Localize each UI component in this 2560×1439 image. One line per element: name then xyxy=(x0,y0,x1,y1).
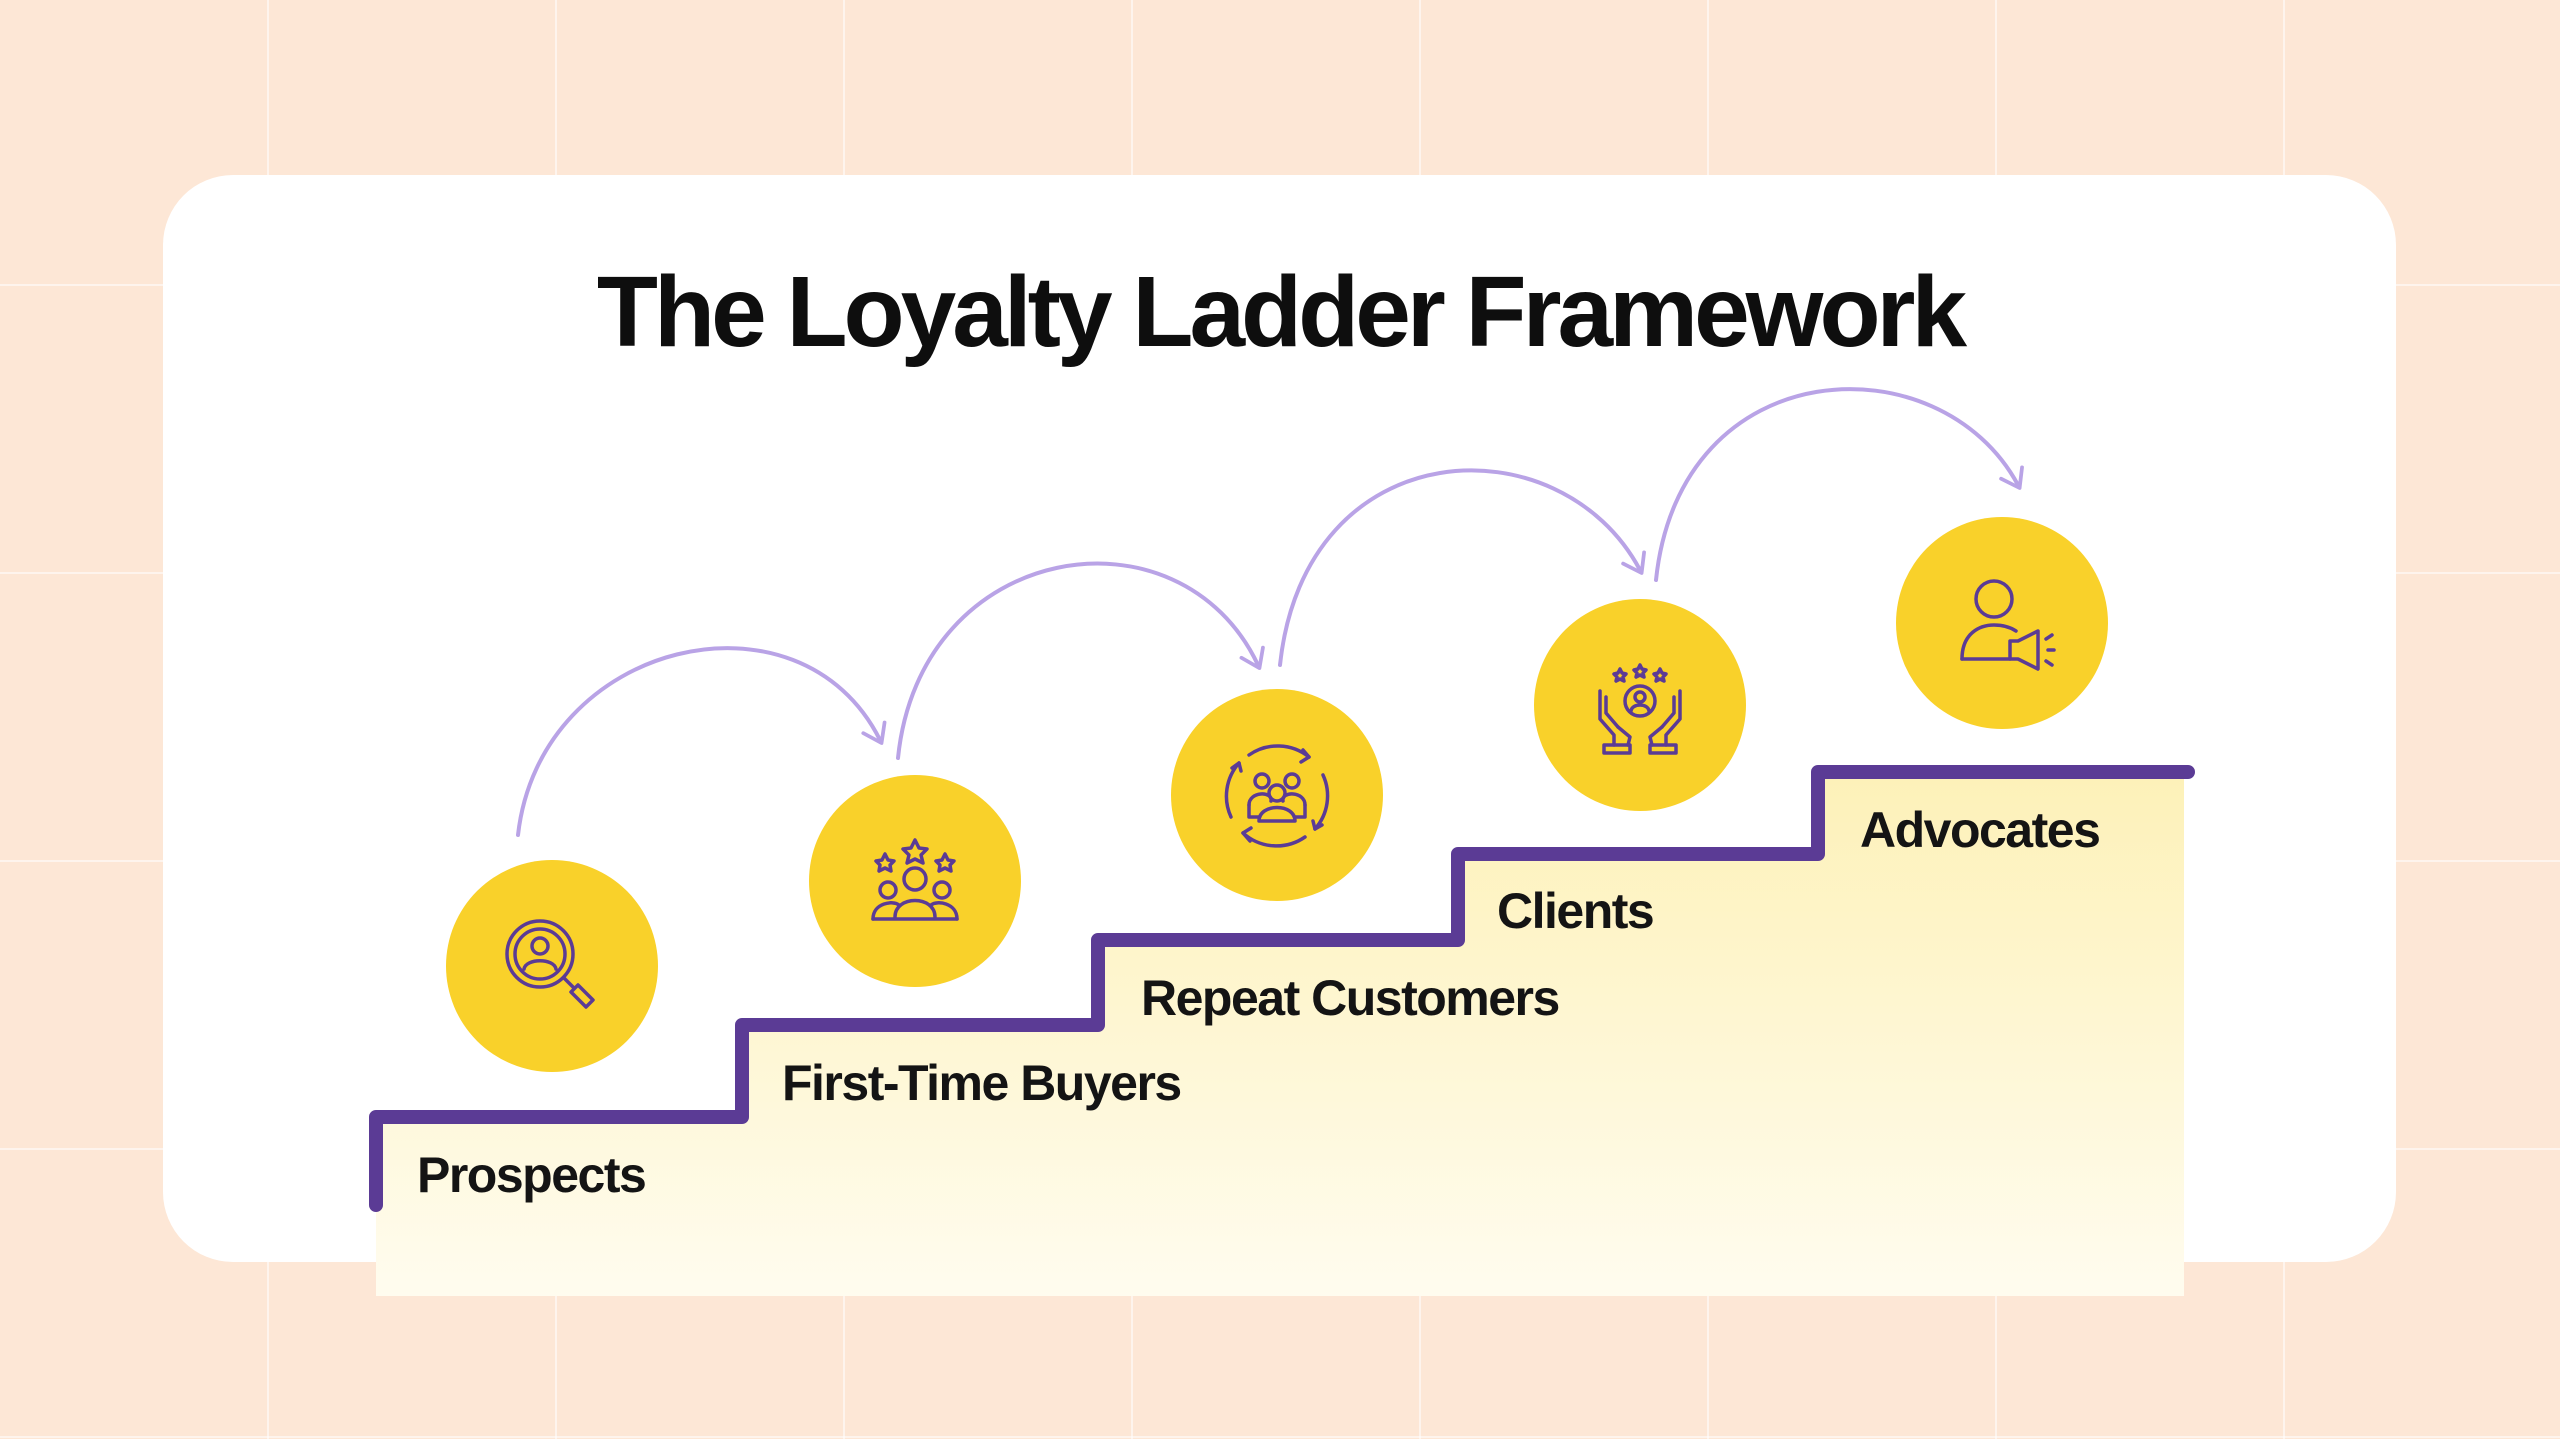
arrow-1 xyxy=(516,646,887,837)
hands-person-stars-icon xyxy=(1598,663,1682,755)
step-label-prospects: Prospects xyxy=(417,1147,647,1203)
group-stars-icon xyxy=(871,838,959,921)
step-label-advocates: Advocates xyxy=(1860,802,2101,858)
advocates-circle xyxy=(1896,517,2108,729)
step-label-clients: Clients xyxy=(1497,883,1655,939)
progress-arrows xyxy=(516,387,2024,837)
step-label-first-time-buyers: First-Time Buyers xyxy=(782,1055,1182,1111)
prospects-circle xyxy=(446,860,658,1072)
arrow-2 xyxy=(896,561,1265,760)
step-label-repeat-customers: Repeat Customers xyxy=(1141,970,1560,1026)
stair-fill xyxy=(376,772,2184,1296)
first-time-buyers-circle xyxy=(809,775,1021,987)
repeat-customers-circle xyxy=(1171,689,1383,901)
cycle-group-icon xyxy=(1224,744,1330,848)
arrow-4 xyxy=(1654,387,2024,582)
stair-line xyxy=(369,765,2195,1212)
page-title: The Loyalty Ladder Framework xyxy=(596,256,1967,368)
person-megaphone-icon xyxy=(1960,579,2056,671)
arrow-3 xyxy=(1278,468,1646,667)
magnifier-person-icon xyxy=(505,919,595,1009)
